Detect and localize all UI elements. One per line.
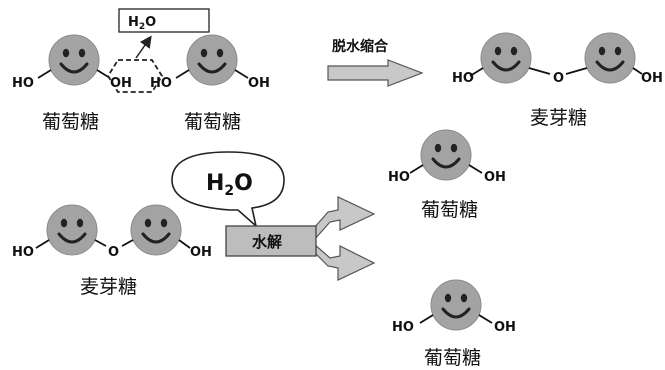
glucose-face-icon bbox=[583, 31, 637, 85]
glucose-face-icon bbox=[185, 33, 239, 87]
hydroxyl-label-right: OH bbox=[484, 170, 506, 185]
glucose-label-1: 葡萄糖 bbox=[42, 111, 99, 133]
hydrolysis-arrow-down bbox=[313, 242, 376, 281]
glucose-molecule-4: HO OH bbox=[392, 278, 516, 335]
glucose-label-4: 葡萄糖 bbox=[424, 347, 481, 369]
hydroxyl-label-right: OH bbox=[494, 320, 516, 335]
glucose-molecule-1: HO bbox=[12, 33, 111, 91]
maltose-oh-label: OH bbox=[190, 245, 212, 260]
maltose-molecule-bottom: HO O OH bbox=[12, 203, 212, 260]
hydroxyl-label-left: HO bbox=[12, 76, 34, 91]
glucose-face-icon bbox=[47, 33, 101, 87]
glucose-face-icon bbox=[479, 31, 533, 85]
glucose-label-2: 葡萄糖 bbox=[184, 111, 241, 133]
water-formula-small: H2O bbox=[128, 15, 156, 32]
hydrolysis-label: 水解 bbox=[252, 233, 282, 251]
condensation-label: 脱水缩合 bbox=[332, 38, 389, 55]
water-speech-bubble: H2O bbox=[171, 151, 285, 229]
glucose-molecule-2: OH bbox=[175, 33, 270, 91]
glycosidic-oxygen-label: O bbox=[553, 71, 564, 86]
reacting-hydrogen-label: HO bbox=[150, 76, 172, 91]
reacting-hydroxyl-label: OH bbox=[110, 76, 132, 91]
water-release-arrow bbox=[135, 35, 152, 59]
hydroxyl-label-left: HO bbox=[392, 320, 414, 335]
hydroxyl-label-right: OH bbox=[248, 76, 270, 91]
water-formula-large: H2O bbox=[206, 171, 253, 199]
glycosidic-oxygen-label: O bbox=[108, 245, 119, 260]
glucose-face-icon bbox=[429, 278, 483, 332]
maltose-molecule-top: HO O OH bbox=[452, 31, 663, 86]
maltose-ho-label: HO bbox=[12, 245, 34, 260]
hydrolysis-box bbox=[225, 225, 317, 257]
glucose-face-icon bbox=[419, 128, 473, 182]
glucose-molecule-3: HO OH bbox=[388, 128, 506, 185]
glucose-face-icon bbox=[129, 203, 183, 257]
hydroxyl-label-left: HO bbox=[388, 170, 410, 185]
condensation-arrow bbox=[327, 59, 424, 87]
hydrolysis-arrow-up bbox=[313, 196, 376, 242]
maltose-label-bottom: 麦芽糖 bbox=[80, 276, 137, 298]
glucose-face-icon bbox=[45, 203, 99, 257]
maltose-oh-label: OH bbox=[641, 71, 663, 86]
maltose-ho-label: HO bbox=[452, 71, 474, 86]
dashed-reaction-hexagon bbox=[106, 59, 164, 93]
water-box bbox=[118, 8, 210, 33]
maltose-label-top: 麦芽糖 bbox=[530, 107, 587, 129]
glucose-label-3: 葡萄糖 bbox=[421, 199, 478, 221]
